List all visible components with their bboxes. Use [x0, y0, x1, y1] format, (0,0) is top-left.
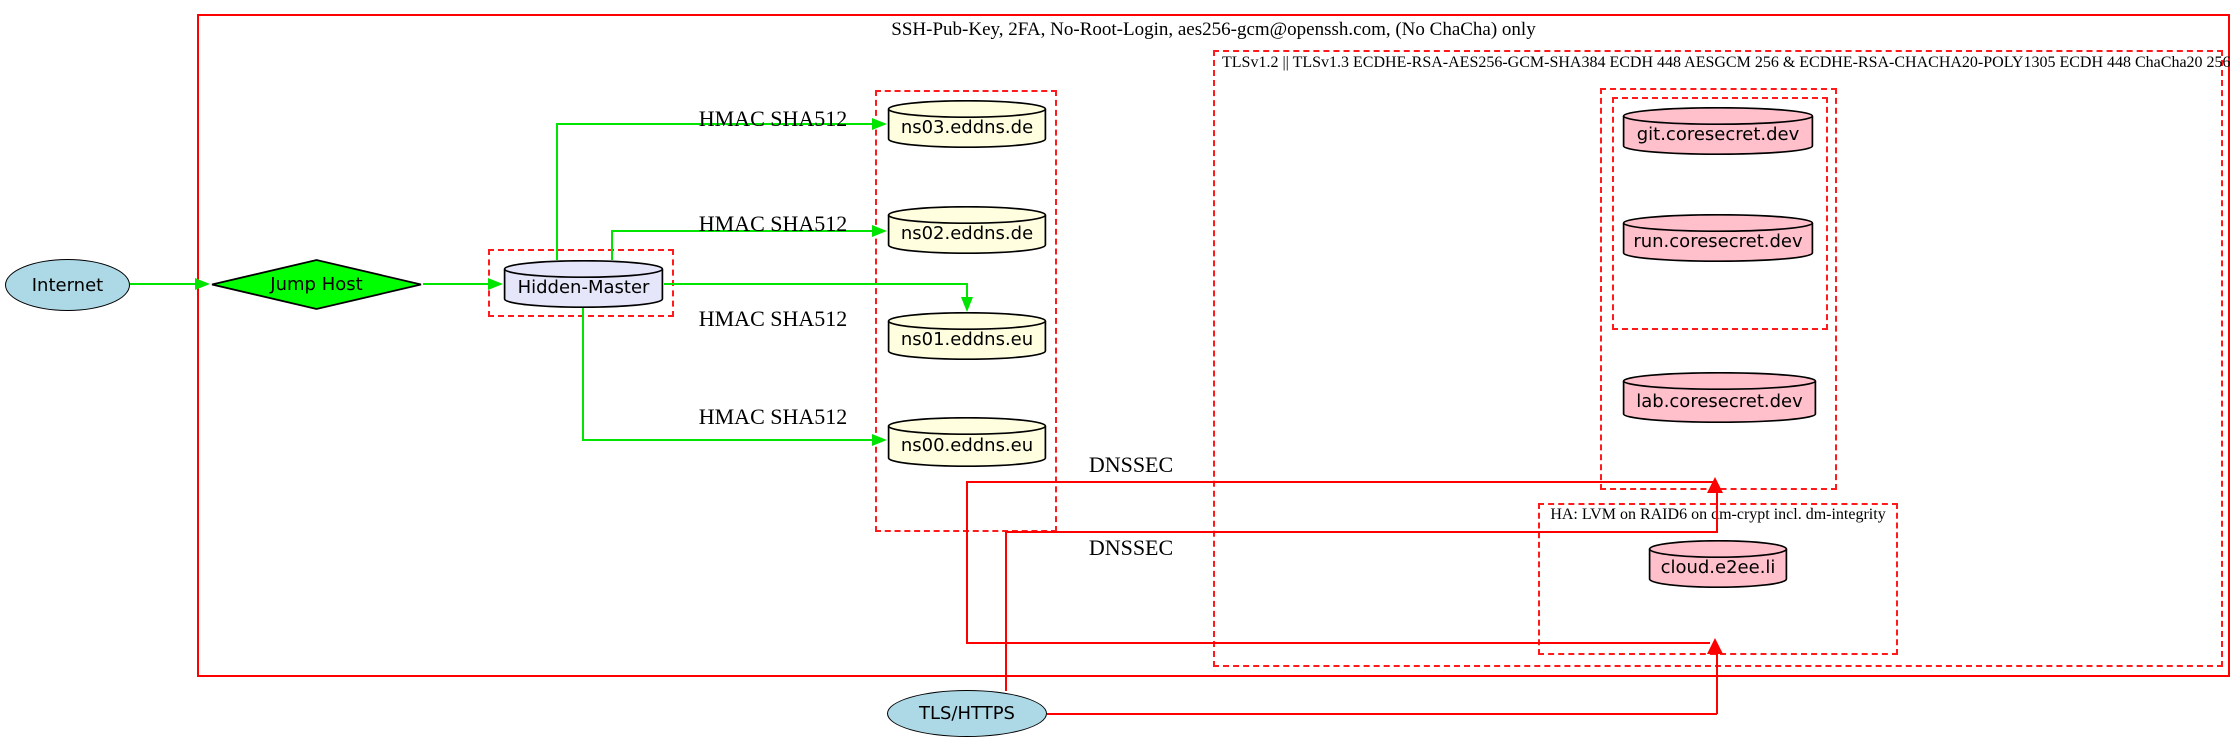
label-dnssec-1: DNSSEC: [1088, 452, 1174, 477]
edge-hm-ns02-v: [611, 230, 613, 260]
arrowhead-hiddenmaster: [488, 278, 503, 290]
arrowhead-jumphost: [195, 278, 210, 290]
node-ns00-label: ns00.eddns.eu: [900, 435, 1034, 456]
node-lab: lab.coresecret.dev: [1622, 372, 1817, 423]
node-tls-https: TLS/HTTPS: [887, 690, 1047, 737]
node-ns02-label: ns02.eddns.de: [900, 223, 1034, 244]
label-hmac-ns03: HMAC SHA512: [698, 106, 848, 131]
label-hmac-ns01: HMAC SHA512: [698, 306, 848, 331]
ssh-cluster-box: [197, 14, 2230, 677]
arrowhead-ns01: [961, 297, 973, 312]
node-run-label: run.coresecret.dev: [1633, 231, 1803, 252]
node-ns01: ns01.eddns.eu: [887, 312, 1047, 360]
edge-hm-ns01-v: [966, 283, 968, 299]
diamond-shape-icon: [211, 259, 422, 310]
node-ns03-label: ns03.eddns.de: [900, 117, 1034, 138]
node-hidden-master: Hidden-Master: [503, 260, 664, 308]
node-jump-host: Jump Host: [210, 258, 423, 311]
node-internet: Internet: [5, 259, 130, 311]
edge-hm-ns00-v: [582, 308, 584, 441]
ssh-cluster-label: SSH-Pub-Key, 2FA, No-Root-Login, aes256-…: [891, 19, 1536, 40]
node-cloud-label: cloud.e2ee.li: [1660, 557, 1776, 578]
tls-cluster-box: [1213, 50, 2223, 667]
edge-tls-ha-v: [1716, 653, 1718, 714]
node-jump-host-label: Jump Host: [270, 274, 363, 295]
edge-dnssec2-h: [966, 642, 1710, 644]
node-tls-https-label: TLS/HTTPS: [918, 703, 1015, 724]
edge-tls-ha-h: [1047, 713, 1717, 715]
node-ns03: ns03.eddns.de: [887, 100, 1047, 148]
arrowhead-web-cluster: [1707, 477, 1723, 493]
node-lab-label: lab.coresecret.dev: [1636, 390, 1803, 412]
arrowhead-ha-cluster: [1707, 638, 1723, 654]
arrowhead-ns00: [872, 434, 887, 446]
edge-jumphost-hiddenmaster: [423, 283, 489, 285]
edge-hm-ns01-h: [664, 283, 968, 285]
edge-hm-ns03-h: [556, 123, 873, 125]
edge-tls-web-v2: [1005, 531, 1007, 691]
node-cloud: cloud.e2ee.li: [1648, 540, 1788, 588]
node-internet-label: Internet: [31, 274, 104, 296]
label-hmac-ns02: HMAC SHA512: [698, 211, 848, 236]
label-hmac-ns00: HMAC SHA512: [698, 404, 848, 429]
ha-cluster-box: [1538, 503, 1898, 655]
edge-hm-ns00-h: [582, 439, 873, 441]
label-dnssec-2: DNSSEC: [1088, 535, 1174, 560]
edge-hm-ns03-v: [556, 123, 558, 260]
edge-internet-jumphost: [130, 283, 195, 285]
node-ns02: ns02.eddns.de: [887, 206, 1047, 254]
edge-tls-web-h: [1005, 531, 1718, 533]
node-ns00: ns00.eddns.eu: [887, 417, 1047, 467]
edge-dnssec1-h: [966, 481, 1714, 483]
edge-hm-ns02-h: [611, 230, 873, 232]
node-git: git.coresecret.dev: [1622, 107, 1814, 155]
node-git-label: git.coresecret.dev: [1636, 124, 1800, 145]
arrowhead-ns02: [872, 225, 887, 237]
arrowhead-ns03: [872, 118, 887, 130]
node-hidden-master-label: Hidden-Master: [517, 277, 650, 298]
node-run: run.coresecret.dev: [1622, 214, 1814, 262]
tls-cluster-label: TLSv1.2 || TLSv1.3 ECDHE-RSA-AES256-GCM-…: [1222, 54, 2231, 71]
edge-tls-web-v1: [1716, 492, 1718, 533]
node-ns01-label: ns01.eddns.eu: [900, 329, 1034, 350]
edge-dnssec1-v: [966, 481, 968, 644]
gitrun-cluster-box: [1612, 97, 1828, 330]
ha-cluster-label: HA: LVM on RAID6 on dm-crypt incl. dm-in…: [1550, 506, 1886, 523]
